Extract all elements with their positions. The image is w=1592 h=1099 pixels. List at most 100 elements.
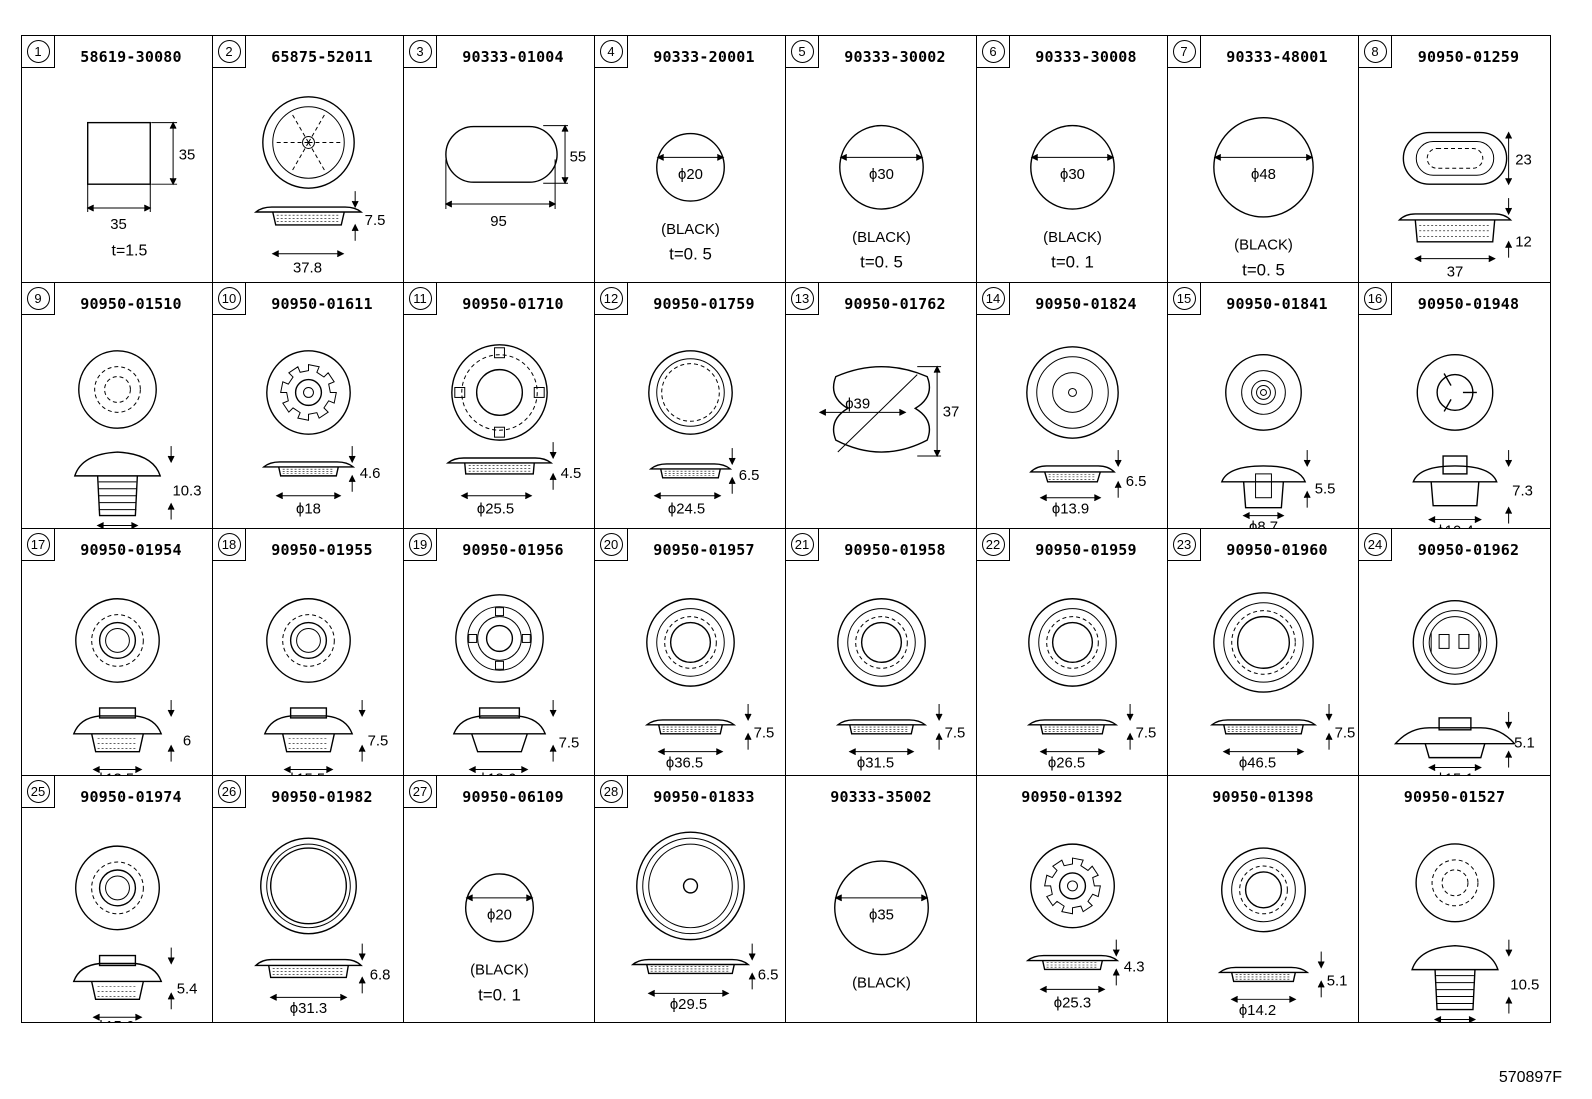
clip-outline: [832, 365, 931, 453]
arrowhead: [135, 1013, 143, 1021]
outline-circle: [266, 598, 351, 683]
arrowhead: [1107, 153, 1115, 161]
part-index-box: 17: [22, 529, 55, 561]
grommet-flange: [1393, 727, 1517, 745]
outline-circle: [642, 837, 739, 934]
arrowhead: [899, 408, 907, 416]
center-hole: [1058, 871, 1087, 900]
arrowhead: [271, 250, 279, 258]
part-diagram: 5.4ϕ15.6: [72, 844, 197, 1022]
part-diagram: 7.5ϕ18.6: [452, 594, 579, 775]
part-index-box: 28: [595, 775, 628, 808]
dimension-label: ϕ29.5: [670, 996, 707, 1013]
arrowhead: [549, 744, 557, 752]
arrowhead: [358, 952, 366, 961]
part-drawing: ϕ48(BLACK)t=0. 5: [1168, 70, 1358, 282]
plug-cap: [73, 450, 162, 477]
arrowhead: [521, 766, 529, 773]
part-number: 90950-06109: [462, 787, 564, 806]
arrowhead: [1505, 750, 1513, 758]
arrowhead: [1039, 748, 1047, 756]
dimension-label: ϕ8: [109, 527, 126, 528]
dimension-label: 23: [1515, 152, 1532, 168]
grommet-flange: [1029, 464, 1116, 473]
gear-outline: [280, 363, 337, 421]
arrowhead: [716, 748, 724, 756]
part-index: 23: [1172, 533, 1196, 556]
center-dot: [682, 877, 699, 894]
center-boss: [98, 707, 137, 719]
dimension-label: 7.5: [365, 213, 386, 229]
part-number: 90950-01398: [1212, 787, 1314, 806]
arrowhead: [96, 521, 104, 528]
dimension-label: ϕ24.5: [668, 501, 705, 517]
arrowhead: [167, 991, 175, 1000]
dimension-label: ϕ30: [869, 167, 894, 183]
dashed-circle: [661, 362, 720, 422]
center-hole: [289, 621, 328, 660]
part-index-box: 14: [977, 282, 1010, 315]
part-drawing: 10.5ϕ9: [1359, 810, 1550, 1022]
dimension-label: (BLACK): [852, 230, 911, 246]
part-diagram: 7.537.8: [253, 96, 386, 277]
part-number: 90950-01956: [462, 541, 564, 559]
arrowhead: [657, 748, 665, 756]
oval-dashed: [1426, 147, 1484, 169]
arrowhead: [351, 200, 359, 209]
arrowhead: [549, 709, 557, 718]
grommet-body: [91, 733, 144, 753]
part-index-box: 9: [22, 282, 55, 315]
arrowhead: [1114, 480, 1122, 488]
part-index-box: 24: [1359, 529, 1392, 561]
part-index: 2: [217, 40, 241, 63]
part-index: 28: [599, 779, 623, 803]
part-diagram: 7.5ϕ15.5: [263, 598, 388, 775]
arrowhead: [1468, 1015, 1477, 1022]
arrowhead: [167, 956, 175, 965]
arrowhead: [1297, 748, 1305, 756]
center-hole: [475, 368, 524, 416]
part-index-box: 21: [786, 529, 819, 561]
grommet-body: [1044, 471, 1101, 483]
center-core: [1255, 472, 1272, 498]
part-number: 90950-01611: [271, 294, 373, 313]
part-number: 90950-01510: [80, 294, 182, 313]
part-number: 90950-01527: [1403, 787, 1506, 806]
grommet-flange: [72, 715, 163, 735]
part-number: 90950-01762: [844, 294, 946, 313]
outline-circle: [1422, 610, 1488, 675]
dimension-label: 6.5: [758, 966, 779, 983]
grommet-flange: [452, 715, 547, 735]
dimension-label: (BLACK): [1043, 230, 1102, 246]
dimension-label: 37: [943, 404, 960, 420]
part-diagram: 5.1ϕ15.1: [1393, 600, 1535, 775]
grommet-body: [1223, 724, 1304, 735]
grommet-flange: [253, 206, 364, 213]
slit: [1443, 372, 1452, 386]
outline-circle: [1028, 598, 1117, 687]
arrowhead: [728, 476, 736, 484]
part-index-box: 27: [404, 775, 437, 808]
arrowhead: [549, 472, 557, 480]
arrowhead: [717, 153, 725, 161]
part-index-box: 4: [595, 36, 628, 68]
grommet-flange: [835, 719, 928, 726]
part-index: 7: [1172, 40, 1196, 63]
dimension-label: ϕ15.6: [97, 1018, 134, 1022]
part-index-box: 13: [786, 282, 819, 315]
